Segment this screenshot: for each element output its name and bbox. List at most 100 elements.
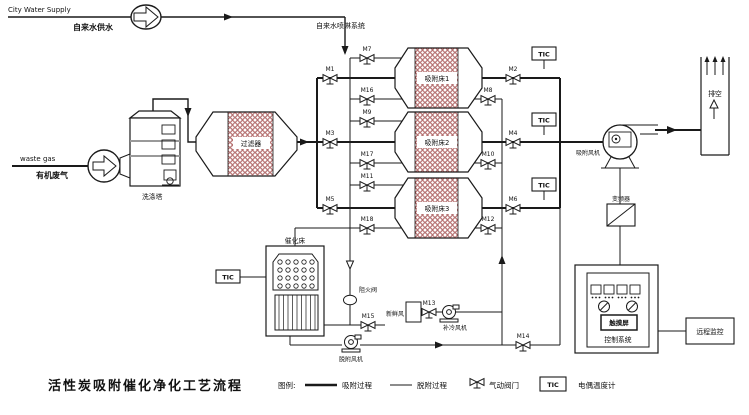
- water-pump: [130, 4, 162, 30]
- city-water-label-zh: 自来水供水: [73, 22, 114, 32]
- tic-indicator-bed1: TIC: [531, 46, 557, 61]
- panel-dots: [591, 296, 640, 299]
- filter-label: 过滤器: [241, 139, 262, 148]
- valve-M14: M14: [515, 333, 531, 352]
- svg-text:M15: M15: [362, 313, 375, 320]
- valve-M17: M17: [359, 151, 375, 170]
- legend-tic-label: TIC: [547, 381, 559, 389]
- control-system-label: 控制系统: [604, 335, 631, 344]
- flow-arrows: [184, 13, 677, 349]
- flame-arrester-label: 阻火阀: [359, 286, 377, 294]
- piping-desorption: [240, 57, 686, 346]
- remote-monitor: 远程监控: [685, 317, 735, 345]
- svg-text:M8: M8: [484, 87, 493, 94]
- svg-text:M16: M16: [361, 87, 374, 94]
- catalytic-bed-label: 催化床: [285, 236, 306, 245]
- svg-text:M9: M9: [363, 109, 372, 116]
- bed2-label: 吸附床2: [425, 138, 450, 147]
- svg-text:TIC: TIC: [538, 117, 550, 125]
- svg-text:M2: M2: [509, 66, 518, 73]
- valve-M3: M3: [322, 130, 338, 149]
- legend-desorption-label: 脱附过程: [417, 380, 447, 390]
- valve-M13: M13: [421, 300, 437, 319]
- tic-indicator-bed3: TIC: [531, 177, 557, 192]
- legend-adsorption-label: 吸附过程: [342, 380, 372, 390]
- control-panel: [574, 264, 659, 354]
- legend-valve-icon: [469, 378, 485, 389]
- exhaust-label: 排空: [708, 89, 722, 98]
- catalytic-bed: [265, 245, 325, 337]
- touch-screen: [600, 314, 638, 331]
- inverter: [606, 203, 636, 227]
- svg-text:M4: M4: [509, 130, 518, 137]
- remote-monitor-label: 远程监控: [696, 327, 723, 336]
- desorption-fan: [341, 334, 362, 353]
- svg-text:M11: M11: [361, 173, 374, 180]
- valve-M15: M15: [360, 313, 376, 332]
- filter-vessel: 过滤器: [195, 111, 298, 177]
- valve-M7: M7: [359, 46, 375, 65]
- valve-M18: M18: [359, 216, 375, 235]
- legend-title: 图例:: [278, 380, 296, 390]
- svg-text:M3: M3: [326, 130, 335, 137]
- fresh-air-label: 新鲜风: [386, 310, 404, 318]
- spray-system-label: 自来水喷淋系统: [316, 21, 365, 30]
- svg-text:TIC: TIC: [538, 51, 550, 59]
- touch-screen-label: 触摸屏: [608, 318, 629, 327]
- cooling-fan-label: 补冷风机: [443, 324, 467, 332]
- valve-M16: M16: [359, 87, 375, 106]
- tic-indicator-bed2: TIC: [531, 112, 557, 127]
- bed1-label: 吸附床1: [425, 74, 450, 83]
- hollow-down-arrow: [345, 260, 355, 271]
- svg-text:M17: M17: [361, 151, 374, 158]
- cooling-fan: [439, 304, 460, 323]
- valve-M8: M8: [480, 87, 496, 106]
- valve-M4: M4: [505, 130, 521, 149]
- valve-M5: M5: [322, 196, 338, 215]
- valve-M6: M6: [505, 196, 521, 215]
- legend-thermocouple-label: 电偶温度计: [578, 380, 616, 390]
- svg-text:M14: M14: [517, 333, 530, 340]
- adsorption-bed-2: 吸附床2: [394, 111, 483, 173]
- piping-adsorption: [12, 77, 701, 209]
- desorption-fan-label: 脱附风机: [339, 356, 363, 364]
- panel-knobs: [598, 300, 638, 313]
- legend-tic-box: [539, 376, 567, 392]
- valve-M9: M9: [359, 109, 375, 128]
- adsorption-bed-3: 吸附床3: [394, 177, 483, 239]
- waste-gas-label-en: waste gas: [20, 155, 56, 163]
- adsorption-fan: [601, 124, 658, 169]
- panel-monitor-icons: [590, 284, 641, 295]
- valve-M2: M2: [505, 66, 521, 85]
- city-water-label-en: City Water Supply: [8, 6, 71, 14]
- valve-M11: M11: [359, 173, 375, 192]
- flame-arrester: [343, 294, 357, 306]
- svg-text:TIC: TIC: [538, 182, 550, 190]
- svg-text:M12: M12: [482, 216, 495, 223]
- tic-indicator-catalytic: TIC: [215, 269, 241, 284]
- svg-text:M7: M7: [363, 46, 372, 53]
- exhaust-stack: [700, 56, 730, 156]
- waste-gas-fan: [87, 149, 131, 183]
- adsorption-bed-1: 吸附床1: [394, 47, 483, 109]
- svg-text:M6: M6: [509, 196, 518, 203]
- bed3-label: 吸附床3: [425, 204, 450, 213]
- fresh-air-inlet: [405, 301, 422, 323]
- adsorption-fan-label: 吸附风机: [576, 149, 600, 157]
- svg-text:M10: M10: [482, 151, 495, 158]
- svg-text:M13: M13: [423, 300, 436, 307]
- legend: 图例: 吸附过程 脱附过程 气动阀门 TIC 电偶温度计: [278, 376, 616, 392]
- washing-tower-label: 洗涤塔: [142, 192, 163, 201]
- svg-text:M5: M5: [326, 196, 335, 203]
- diagram-title: 活性炭吸附催化净化工艺流程: [48, 378, 243, 394]
- svg-text:TIC: TIC: [222, 274, 234, 282]
- valve-M12: M12: [480, 216, 496, 235]
- waste-gas-label-zh: 有机废气: [36, 170, 68, 180]
- svg-text:M1: M1: [326, 66, 335, 73]
- valve-M1: M1: [322, 66, 338, 85]
- valve-M10: M10: [480, 151, 496, 170]
- washing-tower: [128, 110, 182, 187]
- legend-valve-label: 气动阀门: [489, 380, 519, 390]
